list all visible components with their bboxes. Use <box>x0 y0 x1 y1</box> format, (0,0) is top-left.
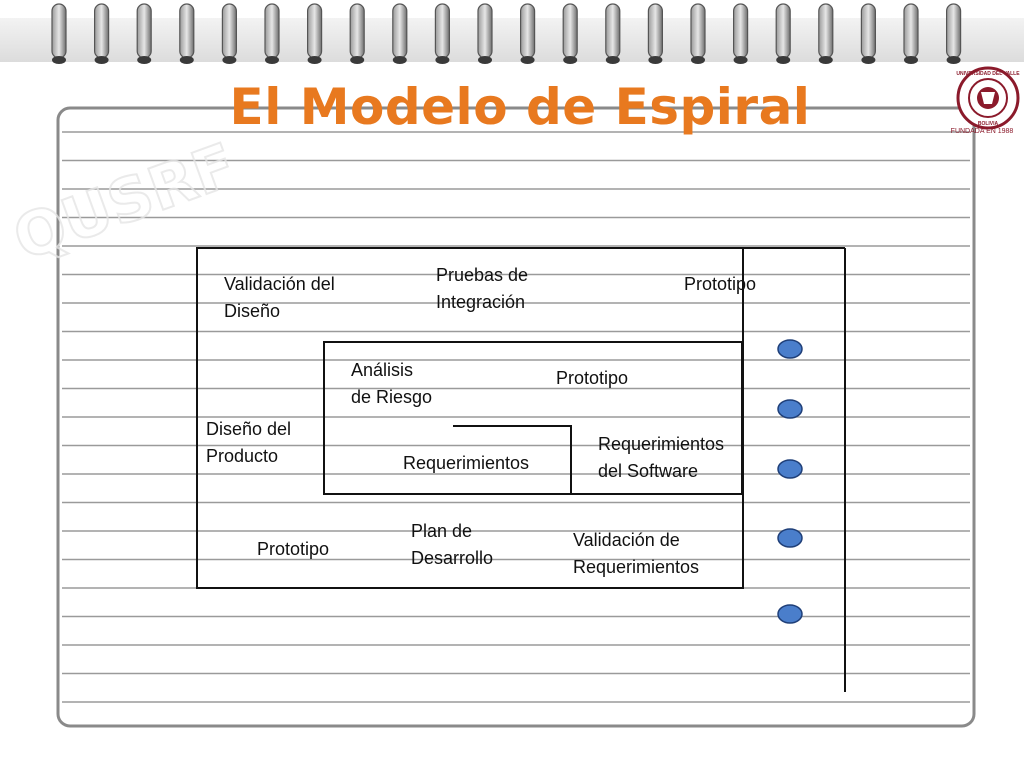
label-analisis-riesgo: Análisis de Riesgo <box>351 357 432 411</box>
label-line: Integración <box>436 292 526 312</box>
binding-ring <box>732 3 749 59</box>
label-line: del Software <box>598 461 699 481</box>
binding-hole <box>94 56 109 64</box>
binding-ring <box>93 3 110 59</box>
binding-ring <box>562 3 578 59</box>
label-line: Prototipo <box>556 368 629 388</box>
binding-ring <box>775 3 791 59</box>
label-requerimientos-software: Requerimientos del Software <box>598 431 724 485</box>
binding-ring <box>945 3 962 59</box>
binding-ring <box>860 3 877 59</box>
label-requerimientos: Requerimientos <box>403 450 529 477</box>
label-diseno-producto: Diseño del Producto <box>206 416 291 470</box>
binding-hole <box>563 56 578 64</box>
label-line: Requerimientos <box>573 557 700 577</box>
binding-hole <box>691 56 705 64</box>
binding-ring <box>179 3 195 59</box>
label-line: Prototipo <box>684 274 757 294</box>
label-line: Plan de <box>411 521 473 541</box>
label-line: Prototipo <box>257 539 330 559</box>
label-plan-desarrollo: Plan de Desarrollo <box>411 518 493 572</box>
label-line: Análisis <box>351 360 414 380</box>
binding-hole <box>265 56 279 64</box>
binding-hole <box>946 56 961 64</box>
logo-ring-top-text: UNIVERSIDAD DEL VALLE <box>956 71 1020 77</box>
label-prototipo-mid: Prototipo <box>556 365 628 392</box>
label-line: Producto <box>206 446 279 466</box>
university-logo: UNIVERSIDAD DEL VALLE BOLIVIA <box>956 66 1020 130</box>
binding-hole <box>435 56 450 64</box>
binding-hole <box>861 56 876 64</box>
binding-hole <box>392 56 407 64</box>
label-line: Diseño del <box>206 419 292 439</box>
marker-dot <box>777 528 803 548</box>
binding-hole <box>350 56 365 64</box>
marker-dots <box>777 339 803 624</box>
marker-dot <box>777 339 803 359</box>
binding-ring <box>605 3 621 59</box>
binding-hole <box>307 56 322 64</box>
binding-hole <box>179 56 194 64</box>
binding-hole <box>137 56 152 64</box>
label-line: Requerimientos <box>598 434 725 454</box>
page-title: El Modelo de Espiral <box>229 78 811 136</box>
binding-ring <box>818 3 834 59</box>
binding-ring <box>307 3 323 59</box>
binding-hole <box>478 56 492 64</box>
binding-ring <box>519 3 536 59</box>
label-prototipo-bottom: Prototipo <box>257 536 329 563</box>
marker-dot <box>777 604 803 624</box>
binding-ring <box>434 3 450 59</box>
middle-spiral-box <box>323 341 743 495</box>
binding-strip <box>0 18 1024 62</box>
label-line: Validación del <box>224 274 335 294</box>
label-line: Diseño <box>224 301 281 321</box>
binding-hole <box>520 56 535 64</box>
marker-dot <box>777 399 803 419</box>
binding-ring <box>51 3 67 59</box>
binding-ring <box>349 3 365 59</box>
label-line: Pruebas de <box>436 265 529 285</box>
binding-hole <box>904 56 918 64</box>
binding-hole <box>605 56 620 64</box>
binding-ring <box>392 3 408 59</box>
binding-hole <box>776 56 791 64</box>
binding-hole <box>222 56 237 64</box>
binding-hole <box>648 56 663 64</box>
binding-hole <box>733 56 748 64</box>
binding-ring <box>221 3 237 59</box>
binding-ring <box>264 3 280 59</box>
label-validacion-diseno: Validación del Diseño <box>224 271 335 325</box>
label-validacion-requerimientos: Validación de Requerimientos <box>573 527 699 581</box>
label-prototipo-top: Prototipo <box>684 271 756 298</box>
binding-ring <box>903 3 919 59</box>
label-line: Desarrollo <box>411 548 494 568</box>
binding-ring <box>136 3 152 59</box>
label-pruebas-integracion: Pruebas de Integración <box>436 262 528 316</box>
logo-caption: FUNDADA EN 1988 <box>950 128 1014 135</box>
binding-ring <box>690 3 706 59</box>
label-line: de Riesgo <box>351 387 433 407</box>
binding-ring <box>477 3 493 59</box>
spiral-rings <box>51 3 962 64</box>
binding-hole <box>818 56 833 64</box>
marker-dot <box>777 459 803 479</box>
ruled-lines <box>62 131 970 703</box>
label-line: Requerimientos <box>403 453 530 473</box>
binding-ring <box>647 3 664 59</box>
label-line: Validación de <box>573 530 680 550</box>
inner-spiral-line <box>453 425 572 494</box>
binding-hole <box>52 56 66 64</box>
logo-ring-bottom-text: BOLIVIA <box>978 121 999 127</box>
